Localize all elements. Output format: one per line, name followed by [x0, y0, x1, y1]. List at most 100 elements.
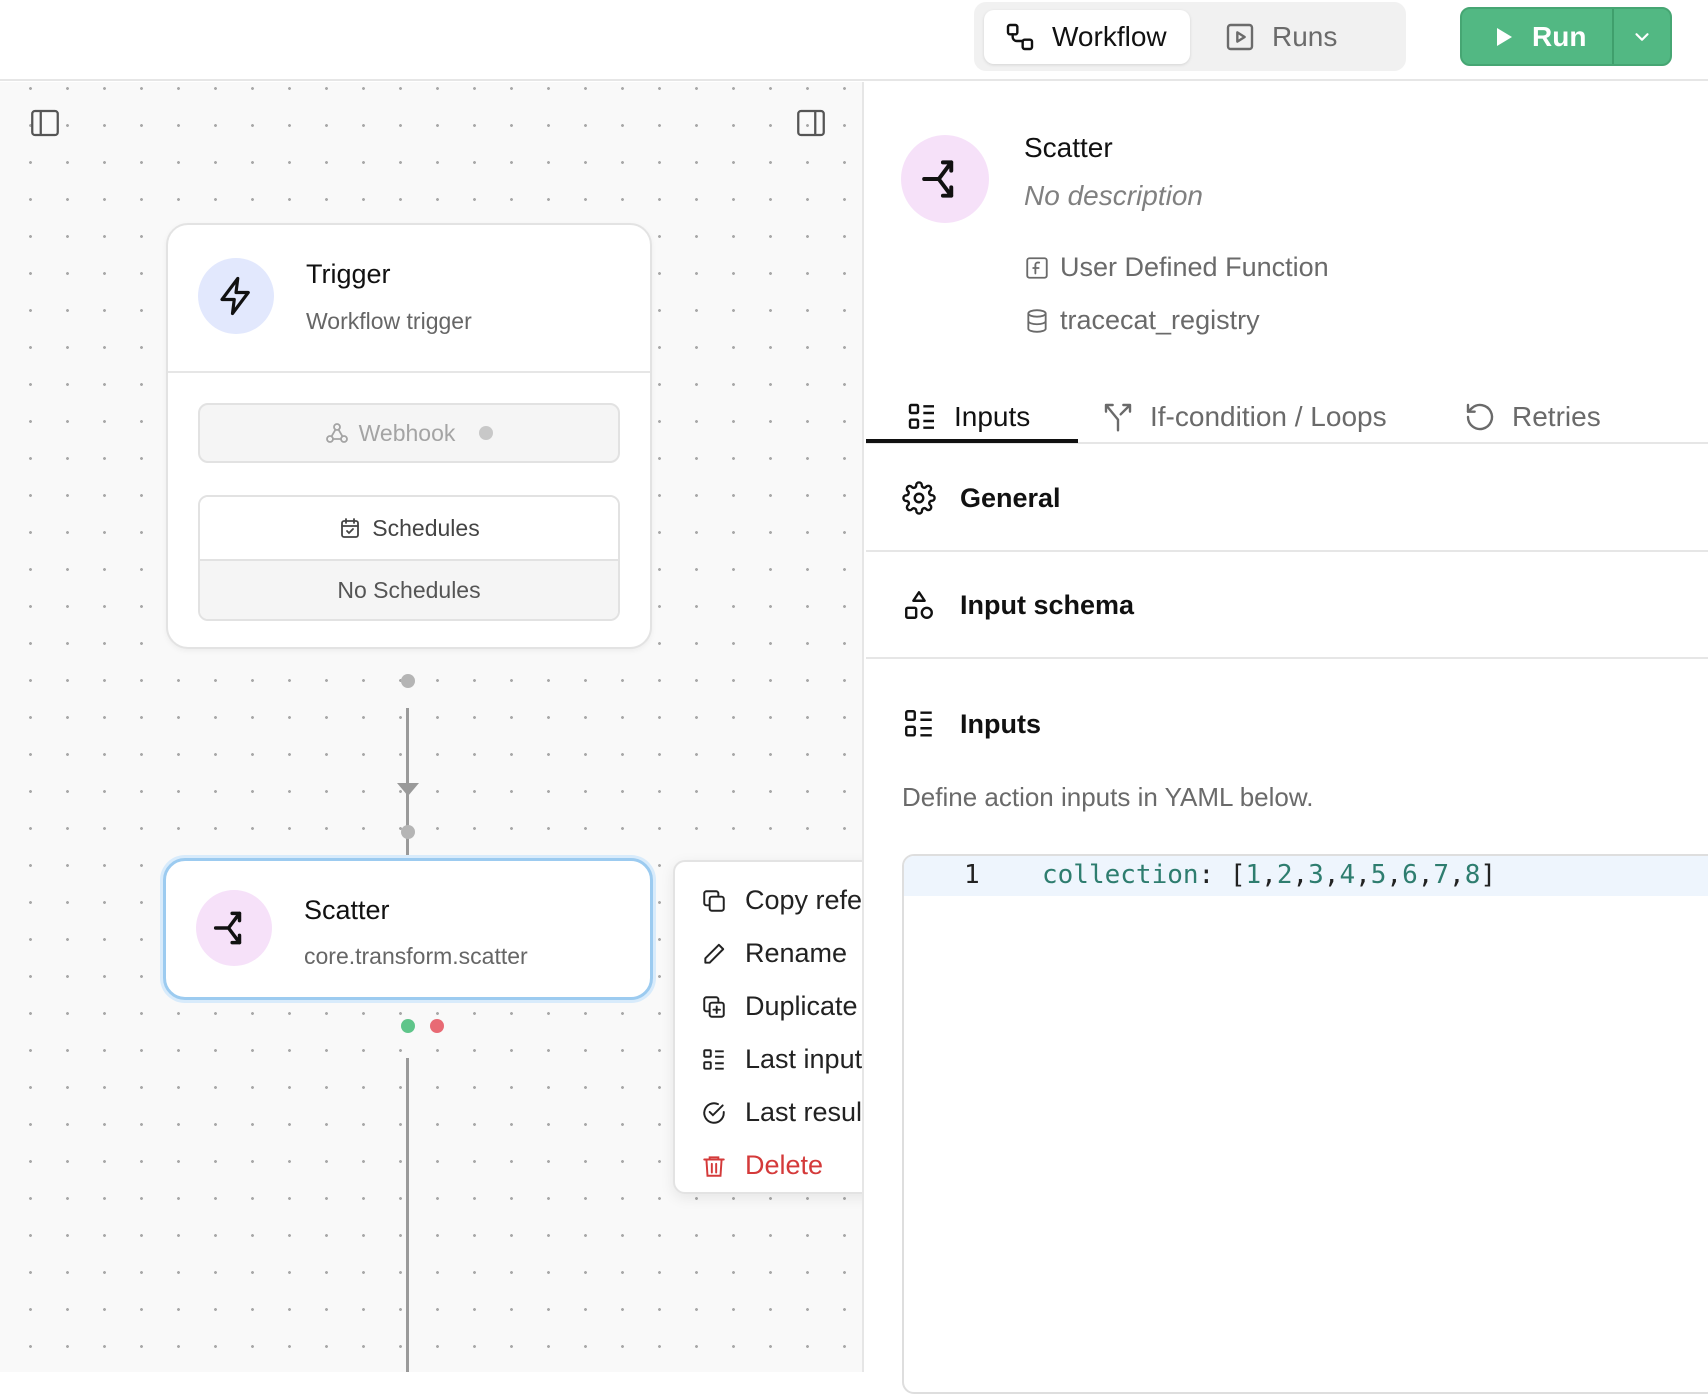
trigger-subtitle: Workflow trigger — [306, 308, 472, 334]
toggle-right-sidebar-icon[interactable] — [794, 106, 828, 140]
active-tab-indicator — [866, 439, 1078, 443]
tab-runs-label: Runs — [1272, 21, 1338, 52]
list-icon — [902, 707, 936, 741]
gear-icon — [902, 481, 936, 515]
trigger-node[interactable]: Trigger Workflow trigger Webhook Schedul… — [166, 223, 652, 649]
menu-item-label: Last resul — [745, 1097, 863, 1127]
top-bar: Workflow Runs Run — [0, 0, 1708, 81]
yaml-number: 3 — [1308, 860, 1324, 890]
webhook-button[interactable]: Webhook — [198, 403, 620, 463]
yaml-number: 8 — [1464, 860, 1481, 890]
workflow-icon — [1004, 21, 1036, 53]
schedules-label: Schedules — [372, 514, 480, 541]
menu-item-label: Last input — [745, 1044, 863, 1074]
scatter-icon — [901, 135, 989, 223]
action-registry: tracecat_registry — [1024, 305, 1260, 336]
workflow-canvas[interactable]: Trigger Workflow trigger Webhook Schedul… — [0, 82, 864, 1372]
menu-item-label: Rename — [745, 938, 848, 968]
toggle-left-sidebar-icon[interactable] — [28, 106, 62, 140]
action-type: User Defined Function — [1024, 252, 1329, 283]
yaml-key: collection — [1042, 860, 1199, 890]
schedules-box: Schedules No Schedules — [198, 495, 620, 621]
view-switcher: Workflow Runs — [974, 2, 1406, 71]
trigger-output-handle[interactable] — [401, 674, 415, 688]
menu-item-label: Copy refe — [745, 885, 863, 915]
node-context-menu: Copy refe Rename Duplicate Last input La… — [673, 860, 863, 1194]
scatter-icon — [196, 890, 272, 966]
menu-item-last-input[interactable]: Last input — [675, 1033, 863, 1086]
tab-workflow-label: Workflow — [1052, 21, 1167, 52]
rotate-ccw-icon — [1464, 401, 1496, 433]
yaml-number: 5 — [1370, 860, 1387, 890]
section-inputs-label: Inputs — [960, 708, 1041, 739]
tab-runs[interactable]: Runs — [1204, 10, 1384, 64]
copy-icon — [701, 888, 727, 914]
webhook-icon — [325, 421, 349, 445]
yaml-values: [1,2,3,4,5,6,7,8] — [1229, 860, 1497, 890]
yaml-number: 6 — [1402, 860, 1418, 890]
calendar-check-icon — [338, 516, 362, 540]
chevron-down-icon — [1631, 26, 1653, 48]
scatter-subtitle: core.transform.scatter — [304, 943, 528, 969]
menu-item-label: Delete — [745, 1150, 824, 1180]
tab-inputs-label: Inputs — [954, 401, 1031, 432]
section-general[interactable]: General — [866, 446, 1708, 552]
yaml-editor[interactable]: 1 collection: [1,2,3,4,5,6,7,8] — [902, 854, 1708, 1394]
action-panel: Scatter No description User Defined Func… — [866, 82, 1708, 1394]
action-registry-label: tracecat_registry — [1060, 305, 1260, 335]
yaml-number: 7 — [1433, 860, 1450, 890]
split-icon — [1102, 401, 1134, 433]
tab-inputs[interactable]: Inputs — [906, 392, 1030, 442]
action-title: Scatter — [1024, 132, 1113, 163]
yaml-number: 4 — [1339, 860, 1356, 890]
play-square-icon — [1224, 21, 1256, 53]
yaml-colon: : — [1198, 860, 1230, 890]
run-button[interactable]: Run — [1462, 9, 1612, 64]
tab-if-condition-loops[interactable]: If-condition / Loops — [1102, 392, 1387, 442]
edge-line-out[interactable] — [406, 1058, 409, 1372]
pencil-icon — [701, 941, 727, 967]
action-description: No description — [1024, 180, 1203, 211]
section-input-schema-label: Input schema — [960, 589, 1135, 620]
edge-arrow-icon — [397, 783, 419, 796]
success-handle[interactable] — [401, 1019, 415, 1033]
run-options-button[interactable] — [1612, 9, 1670, 64]
inputs-hint: Define action inputs in YAML below. — [902, 782, 1314, 812]
schedules-empty: No Schedules — [200, 559, 618, 619]
webhook-status-dot — [479, 426, 494, 440]
menu-item-last-result[interactable]: Last resul — [675, 1086, 863, 1139]
line-code: collection: [1,2,3,4,5,6,7,8] — [1042, 860, 1496, 890]
function-icon — [1024, 255, 1050, 281]
tab-workflow[interactable]: Workflow — [984, 10, 1190, 64]
zap-icon — [198, 258, 274, 334]
section-input-schema[interactable]: Input schema — [866, 553, 1708, 659]
run-button-group: Run — [1460, 7, 1672, 66]
duplicate-icon — [701, 994, 727, 1020]
error-handle[interactable] — [430, 1019, 444, 1033]
menu-item-delete[interactable]: Delete — [675, 1139, 862, 1192]
list-icon — [906, 401, 938, 433]
menu-item-label: Duplicate — [745, 991, 858, 1021]
action-type-label: User Defined Function — [1060, 252, 1329, 282]
menu-item-copy-reference[interactable]: Copy refe — [675, 874, 863, 927]
play-icon — [1492, 25, 1516, 49]
run-button-label: Run — [1532, 20, 1587, 52]
scatter-node[interactable]: Scatter core.transform.scatter — [163, 858, 653, 1000]
panel-tabs: Inputs If-condition / Loops Retries — [866, 392, 1708, 444]
schedules-button[interactable]: Schedules — [200, 497, 618, 559]
yaml-number: 1 — [1245, 860, 1262, 890]
section-inputs[interactable]: Inputs — [902, 707, 1041, 741]
section-general-label: General — [960, 482, 1061, 513]
tab-if-condition-loops-label: If-condition / Loops — [1150, 401, 1387, 432]
menu-item-rename[interactable]: Rename — [675, 927, 862, 980]
line-number: 1 — [964, 860, 980, 890]
tab-retries[interactable]: Retries — [1464, 392, 1601, 442]
yaml-number: 2 — [1276, 860, 1293, 890]
scatter-input-handle[interactable] — [401, 825, 415, 839]
shapes-icon — [902, 588, 936, 622]
trash-icon — [701, 1153, 727, 1179]
scatter-title: Scatter — [304, 895, 390, 925]
menu-item-duplicate[interactable]: Duplicate — [675, 980, 862, 1033]
tab-retries-label: Retries — [1512, 401, 1601, 432]
editor-line[interactable]: 1 collection: [1,2,3,4,5,6,7,8] — [904, 856, 1708, 896]
